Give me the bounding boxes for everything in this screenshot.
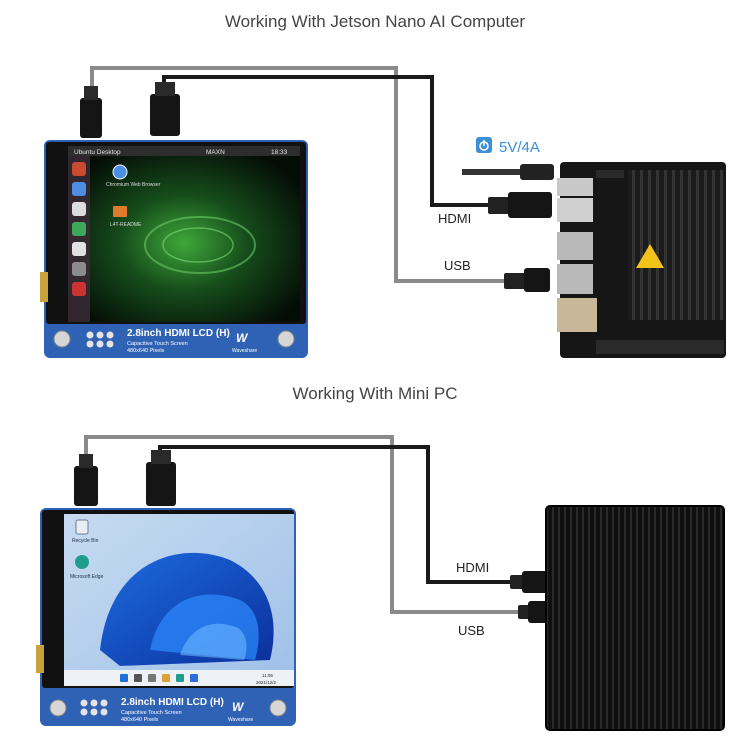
- usb-plug-2: [74, 466, 98, 506]
- power-indicator: 5V/4A: [476, 137, 540, 156]
- jetson-port-top: [557, 178, 593, 196]
- folder-label: L4T-README: [110, 222, 142, 228]
- power-label: 5V/4A: [499, 139, 540, 156]
- lcd-module-2: Recycle Bin Microsoft Edge 11:05 2021/12…: [36, 508, 296, 726]
- hdmi-plug-2: [146, 462, 176, 506]
- recycle-bin-icon[interactable]: [75, 519, 89, 535]
- hdmi-plug-1: [150, 94, 180, 136]
- usb-label-1: USB: [444, 258, 471, 273]
- hdmi-connector-jetson: [508, 192, 552, 218]
- usb-connector-jetson: [524, 268, 550, 292]
- launcher-calc-icon[interactable]: [72, 222, 86, 236]
- launcher-help-icon[interactable]: [72, 282, 86, 296]
- ubuntu-top-bar: [68, 146, 300, 156]
- lcd2-title: 2.8inch HDMI LCD (H): [121, 697, 224, 708]
- jetson-usb-port-1: [557, 232, 593, 260]
- lcd-module-1: Ubuntu Desktop MAXN 18:33 Chromium Web B…: [40, 140, 308, 358]
- hdmi-cable-2: [158, 445, 512, 584]
- start-button[interactable]: [120, 674, 128, 682]
- lcd2-pixels: 480x640 Pixels: [121, 717, 159, 723]
- screen-status: MAXN: [206, 149, 225, 156]
- jetson-nano-board: [557, 162, 726, 358]
- launcher-search-icon[interactable]: [72, 162, 86, 176]
- launcher-chrome-icon[interactable]: [72, 182, 86, 196]
- taskbar-edge-icon[interactable]: [176, 674, 184, 682]
- section1-title: Working With Jetson Nano AI Computer: [224, 12, 526, 31]
- waveshare-logo-1: W: [236, 331, 249, 345]
- section2-title: Working With Mini PC: [292, 384, 458, 403]
- edge-label: Microsoft Edge: [70, 574, 104, 580]
- usb-connector-minipc: [528, 601, 548, 623]
- usb-plug-1: [80, 98, 102, 138]
- hdmi-cable-1: [162, 75, 490, 207]
- lcd1-connectors: [80, 82, 180, 138]
- section1-cables: [90, 66, 554, 283]
- hdmi-label-1: HDMI: [438, 211, 471, 226]
- taskbar-store-icon[interactable]: [190, 674, 198, 682]
- chromium-label: Chromium Web Browser: [106, 182, 161, 188]
- brand-1: Waveshare: [232, 348, 257, 354]
- hdmi-connector-minipc: [522, 571, 550, 593]
- mount-hole-4: [269, 699, 287, 717]
- chromium-icon[interactable]: [112, 164, 128, 180]
- launcher-settings-icon[interactable]: [72, 262, 86, 276]
- screen-title: Ubuntu Desktop: [74, 149, 121, 156]
- edge-icon[interactable]: [75, 555, 89, 569]
- lcd1-subtitle: Capacitive Touch Screen: [127, 341, 188, 347]
- taskbar-explorer-icon[interactable]: [162, 674, 170, 682]
- usb-cable-2: [84, 435, 520, 614]
- section2-cables: [84, 435, 520, 614]
- brand-2: Waveshare: [228, 717, 253, 723]
- jetson-heatsink: [628, 170, 724, 320]
- jetson-ethernet-port: [557, 298, 597, 332]
- jetson-hdmi-port: [557, 198, 593, 222]
- waveshare-logo-2: W: [232, 700, 245, 714]
- usb-cable-1: [90, 66, 506, 283]
- taskbar-date: 2021/12/2: [256, 680, 277, 685]
- ubuntu-launcher: [68, 156, 90, 322]
- warning-icon: [636, 244, 664, 268]
- screen-clock: 18:33: [271, 149, 288, 156]
- mount-hole-1: [53, 330, 71, 348]
- taskbar-clock: 11:05: [262, 673, 273, 678]
- hdmi-label-2: HDMI: [456, 560, 489, 575]
- launcher-files-icon[interactable]: [72, 202, 86, 216]
- taskbar-taskview-icon[interactable]: [148, 674, 156, 682]
- mount-hole-3: [49, 699, 67, 717]
- jetson-desktop-screen: [68, 146, 300, 322]
- folder-icon[interactable]: [113, 206, 127, 217]
- lcd1-pixels: 480x640 Pixels: [127, 348, 165, 354]
- usb-label-2: USB: [458, 623, 485, 638]
- recycle-bin-label: Recycle Bin: [72, 538, 99, 544]
- lcd1-title: 2.8inch HDMI LCD (H): [127, 328, 230, 339]
- mount-hole-2: [277, 330, 295, 348]
- mini-pc: [545, 505, 725, 731]
- power-plug: [520, 164, 554, 180]
- launcher-writer-icon[interactable]: [72, 242, 86, 256]
- jetson-usb-port-2: [557, 264, 593, 294]
- lcd2-connectors: [74, 450, 176, 506]
- taskbar-search-icon[interactable]: [134, 674, 142, 682]
- lcd2-subtitle: Capacitive Touch Screen: [121, 710, 182, 716]
